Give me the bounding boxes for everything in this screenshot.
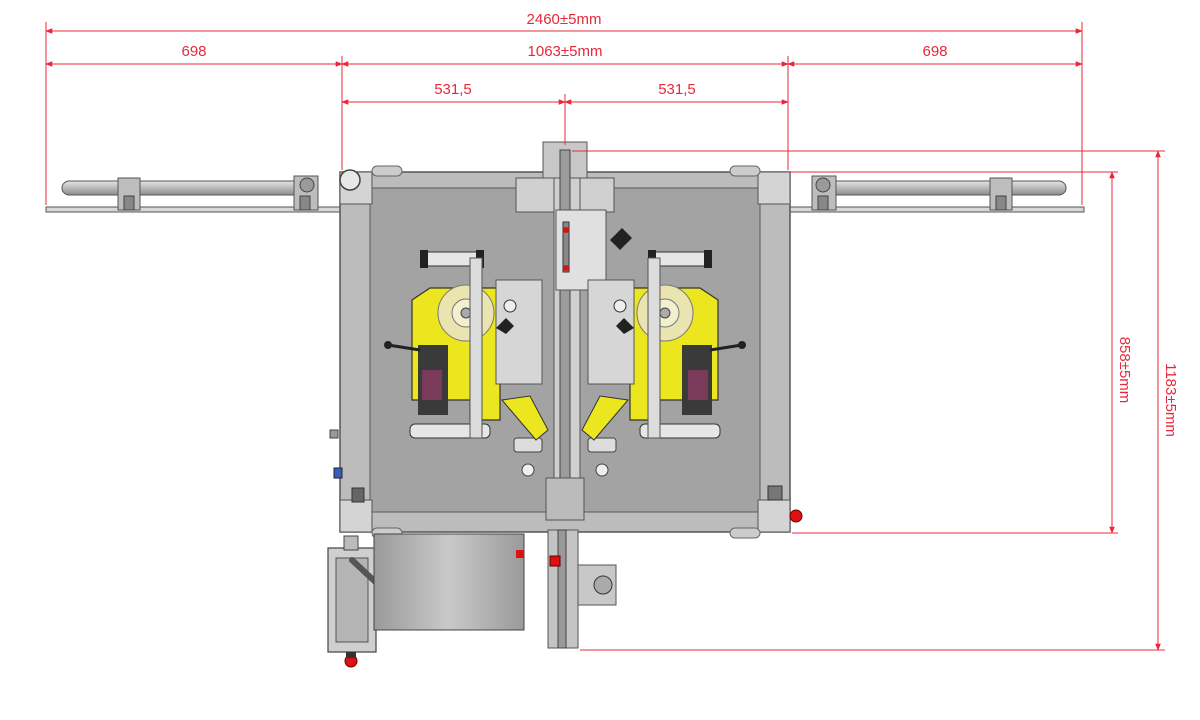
dimension-lines xyxy=(45,22,1165,651)
dimension-labels: 2460±5mm 698 1063±5mm 698 531,5 531,5 85… xyxy=(181,11,1179,437)
dim-frame-depth: 858±5mm xyxy=(1116,337,1133,404)
center-guide xyxy=(513,141,617,649)
dim-overall-width: 2460±5mm xyxy=(527,11,602,28)
control-cabinet xyxy=(327,533,525,668)
dim-conveyor-right: 698 xyxy=(922,43,947,60)
left-conveyor xyxy=(45,175,343,213)
right-labeling-head xyxy=(581,228,746,441)
dim-half-left: 531,5 xyxy=(434,81,472,98)
dim-conveyor-left: 698 xyxy=(181,43,206,60)
dim-overall-depth: 1183±5mm xyxy=(1162,363,1179,437)
left-labeling-head xyxy=(384,250,549,441)
dim-frame-width: 1063±5mm xyxy=(528,43,603,60)
machine xyxy=(45,141,1085,668)
dim-half-right: 531,5 xyxy=(658,81,696,98)
right-conveyor xyxy=(787,175,1085,213)
